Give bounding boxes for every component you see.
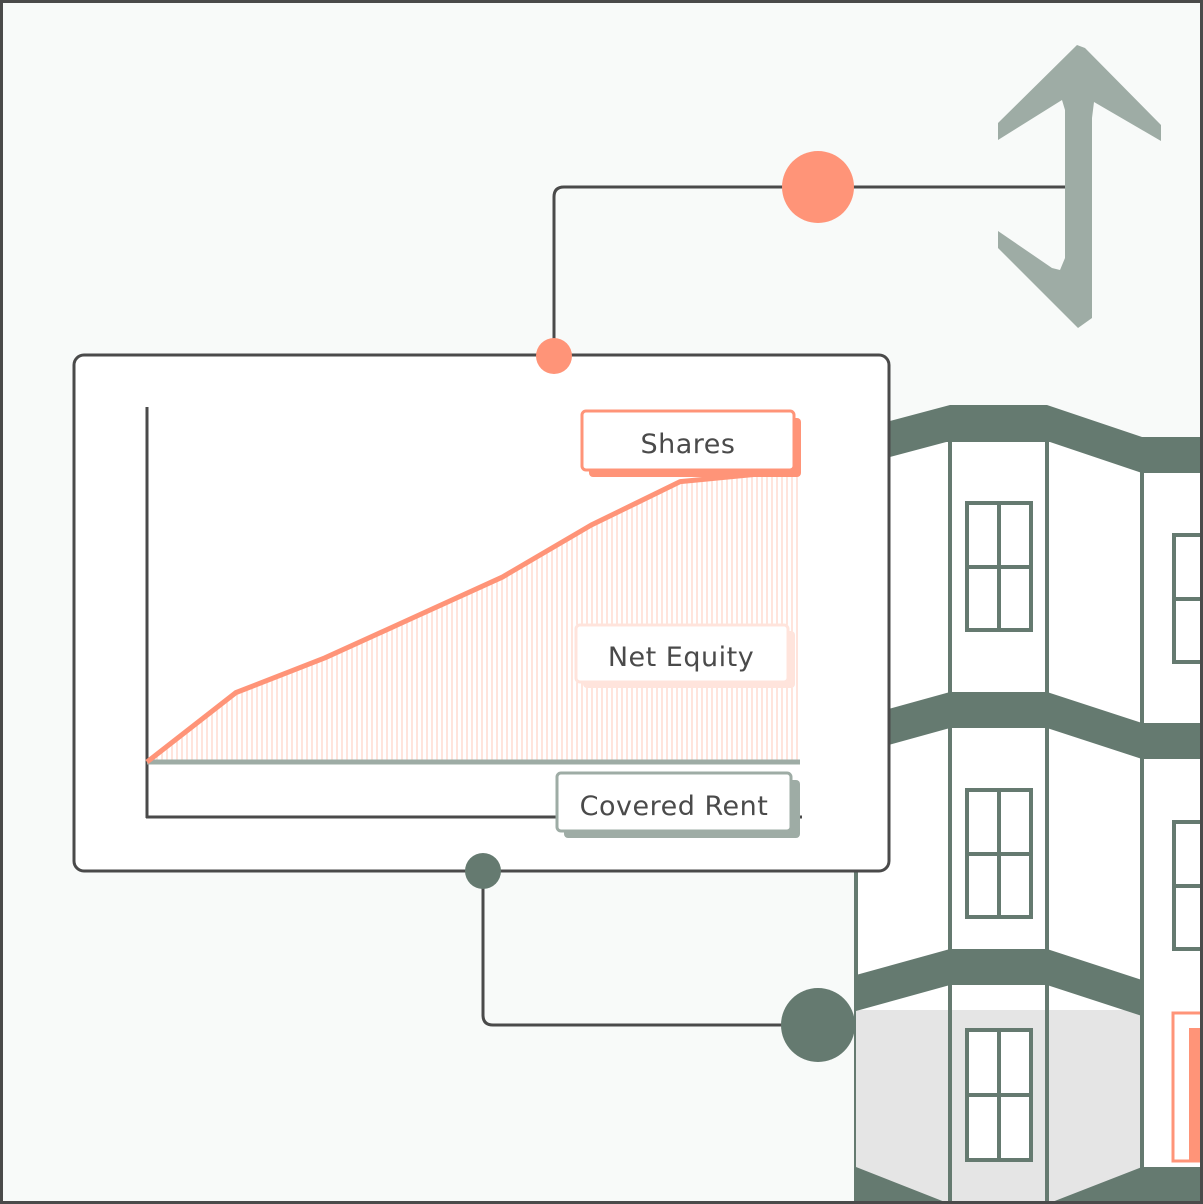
building-window bbox=[965, 501, 1033, 632]
covered-rent-label: Covered Rent bbox=[555, 771, 800, 838]
up-down-arrow-icon bbox=[998, 45, 1161, 328]
connector-line-bottom bbox=[481, 872, 818, 1027]
shares-label-text: Shares bbox=[641, 429, 736, 460]
connector-node-large-salmon bbox=[782, 151, 854, 223]
net-equity-label: Net Equity bbox=[574, 623, 795, 688]
building-door bbox=[1171, 1011, 1201, 1163]
covered-rent-label-text: Covered Rent bbox=[580, 791, 769, 822]
building-icon bbox=[854, 405, 1201, 1202]
building-window bbox=[1172, 533, 1201, 664]
connector-line-top bbox=[552, 185, 1065, 356]
building-window bbox=[1172, 820, 1201, 951]
building-floor-band bbox=[856, 692, 1201, 759]
building-window bbox=[965, 788, 1033, 919]
chart-card-bottom-node bbox=[465, 853, 501, 889]
building-roof bbox=[856, 405, 1201, 473]
building-floor-band bbox=[856, 949, 1142, 1016]
chart-card-top-node bbox=[536, 338, 572, 374]
net-equity-area bbox=[147, 473, 800, 762]
building-window bbox=[965, 1028, 1033, 1162]
building-base bbox=[856, 1167, 1201, 1202]
connector-node-large-green bbox=[781, 988, 855, 1062]
shares-label: Shares bbox=[580, 409, 801, 477]
shares-line bbox=[145, 470, 770, 764]
net-equity-label-text: Net Equity bbox=[608, 642, 754, 673]
